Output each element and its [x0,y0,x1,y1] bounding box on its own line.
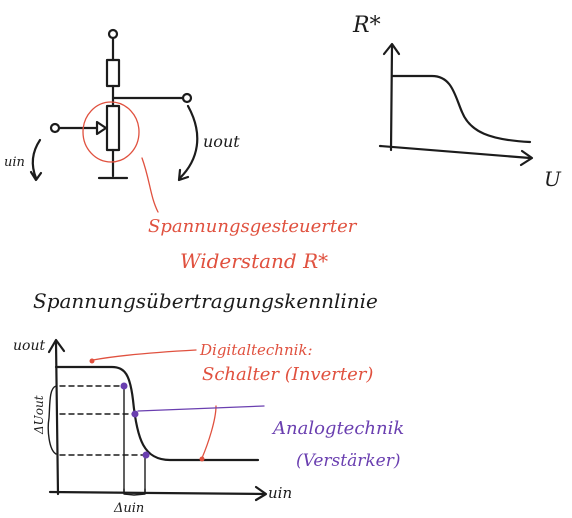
uin-arrow [29,138,43,182]
delta-in-label: Δuin [113,501,144,516]
transfer-x-axis [48,490,267,496]
controlled-resistor [105,104,121,152]
input-terminal [49,122,61,134]
digital-label-line-2: Schalter (Inverter) [202,364,373,385]
digital-pointer [92,349,197,361]
r-graph-curve [390,74,532,144]
uin-label: uin [4,155,25,170]
digital-pointer-low [201,405,217,459]
r-graph-y-axis [389,44,394,152]
r-graph-x-axis [378,144,532,160]
transfer-x-label: uin [268,484,292,502]
circuit-diagram: uin uout [4,28,240,213]
digital-pointer-dot [89,358,95,364]
delta-in-brace [123,488,146,496]
transfer-x-arrowhead [254,485,268,502]
r-graph-x-arrowhead [519,149,534,167]
transfer-heading: Spannungsübertragungskennlinie [33,289,378,313]
operating-point-upper [120,382,128,390]
resistor-highlight-circle [82,101,140,163]
resistance-graph: R* U [352,13,562,191]
analog-label-line-1: Analogtechnik [271,418,404,439]
uout-label: uout [203,132,240,151]
analog-pointer [137,405,265,412]
r-graph-y-label: R* [352,13,381,38]
transfer-y-label: uout [13,338,45,354]
delta-out-label: ΔUout [32,395,46,435]
transfer-characteristic: ΔUout Δuin uout uin [13,338,292,516]
analog-label-line-2: (Verstärker) [296,451,400,471]
transfer-curve [54,365,260,462]
digital-pointer-low-dot [199,456,205,462]
supply-terminal [107,28,119,40]
operating-point-lower [142,451,150,459]
delta-out-brace [47,385,57,455]
transfer-y-arrowhead [47,338,66,354]
r-graph-x-label: U [544,167,562,191]
annotation-line-1: Spannungsgesteuerter [148,216,358,237]
operating-point-middle [131,410,139,418]
uout-arrow [177,104,199,182]
output-terminal [181,92,193,104]
digital-label-line-1: Digitaltechnik: [199,341,313,359]
upper-resistor [105,58,121,88]
control-arrow [95,120,108,136]
r-graph-y-arrowhead [382,42,401,56]
annotation-line-2: Widerstand R* [180,249,328,273]
transfer-y-axis [54,340,60,496]
annotation-pointer [141,157,159,213]
